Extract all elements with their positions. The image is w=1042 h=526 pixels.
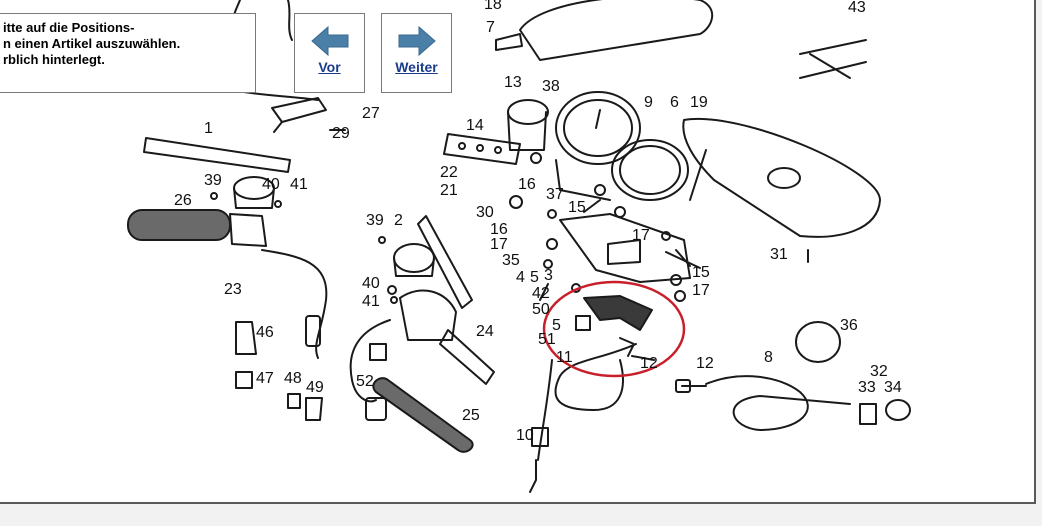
callout-26[interactable]: 26 [174,192,192,209]
callout-labels: 18 7 43 13 38 9 6 19 27 29 1 14 16 22 21… [174,0,902,444]
callout-17-b[interactable]: 17 [632,227,650,244]
callout-8[interactable]: 8 [764,349,773,366]
prev-label[interactable]: Vor [318,59,341,75]
callout-11[interactable]: 11 [556,349,573,366]
callout-50[interactable]: 50 [532,301,550,318]
callout-32[interactable]: 32 [870,363,888,380]
callout-16[interactable]: 16 [518,176,536,193]
callout-6[interactable]: 6 [670,94,679,111]
callout-31[interactable]: 31 [770,246,788,263]
callout-15-b[interactable]: 15 [692,264,710,281]
callout-47[interactable]: 47 [256,370,274,387]
instruction-box: itte auf die Positions- n einen Artikel … [0,13,256,93]
callout-51[interactable]: 51 [538,331,556,348]
exploded-diagram-viewer: 18 7 43 13 38 9 6 19 27 29 1 14 16 22 21… [0,0,1036,504]
callout-3[interactable]: 3 [544,267,553,284]
callout-1[interactable]: 1 [204,120,213,137]
callout-52[interactable]: 52 [356,373,374,390]
callout-24[interactable]: 24 [476,323,494,340]
callout-7[interactable]: 7 [486,19,495,36]
callout-17[interactable]: 17 [490,236,508,253]
arrow-right-icon [398,25,436,57]
highlight-ellipse [542,280,686,378]
callout-4[interactable]: 4 [516,269,525,286]
callout-34[interactable]: 34 [884,379,902,396]
callout-36[interactable]: 36 [840,317,858,334]
callout-43[interactable]: 43 [848,0,866,16]
callout-48[interactable]: 48 [284,370,302,387]
next-button[interactable]: Weiter [381,13,452,93]
next-label[interactable]: Weiter [395,59,438,75]
callout-5[interactable]: 5 [530,269,539,286]
instruction-line-2: n einen Artikel auszuwählen. [3,36,181,51]
callout-19[interactable]: 19 [690,94,708,111]
parts-diagram: 18 7 43 13 38 9 6 19 27 29 1 14 16 22 21… [127,0,911,493]
callout-2[interactable]: 2 [394,212,403,229]
callout-29[interactable]: 29 [332,125,350,142]
callout-33[interactable]: 33 [858,379,876,396]
callout-39-b[interactable]: 39 [366,212,384,229]
instruction-line-3: rblich hinterlegt. [3,52,105,67]
callout-12[interactable]: 12 [640,355,658,372]
callout-40[interactable]: 40 [262,176,280,193]
callout-30[interactable]: 30 [476,204,494,221]
callout-40-b[interactable]: 40 [362,275,380,292]
callout-17-c[interactable]: 17 [692,282,710,299]
arrow-left-icon [310,25,348,57]
instruction-line-1: itte auf die Positions- [3,20,135,35]
callout-27[interactable]: 27 [362,105,380,122]
callout-42[interactable]: 42 [532,285,550,302]
callout-38[interactable]: 38 [542,78,560,95]
callout-9[interactable]: 9 [644,94,653,111]
prev-button[interactable]: Vor [294,13,365,93]
callout-37[interactable]: 37 [546,186,564,203]
callout-12-b[interactable]: 12 [696,355,714,372]
callout-16-b[interactable]: 16 [490,221,508,238]
callout-41-b[interactable]: 41 [362,293,380,310]
callout-5-b[interactable]: 5 [552,317,561,334]
callout-14[interactable]: 14 [466,117,484,134]
callout-35[interactable]: 35 [502,252,520,269]
callout-39[interactable]: 39 [204,172,222,189]
callout-23[interactable]: 23 [224,281,242,298]
callout-25[interactable]: 25 [462,407,480,424]
callout-41[interactable]: 41 [290,176,308,193]
callout-18[interactable]: 18 [484,0,502,13]
callout-46[interactable]: 46 [256,324,274,341]
callout-22[interactable]: 22 [440,164,458,181]
callout-13[interactable]: 13 [504,74,522,91]
callout-21[interactable]: 21 [440,182,458,199]
callout-49[interactable]: 49 [306,379,324,396]
callout-10[interactable]: 10 [516,427,534,444]
callout-15[interactable]: 15 [568,199,586,216]
